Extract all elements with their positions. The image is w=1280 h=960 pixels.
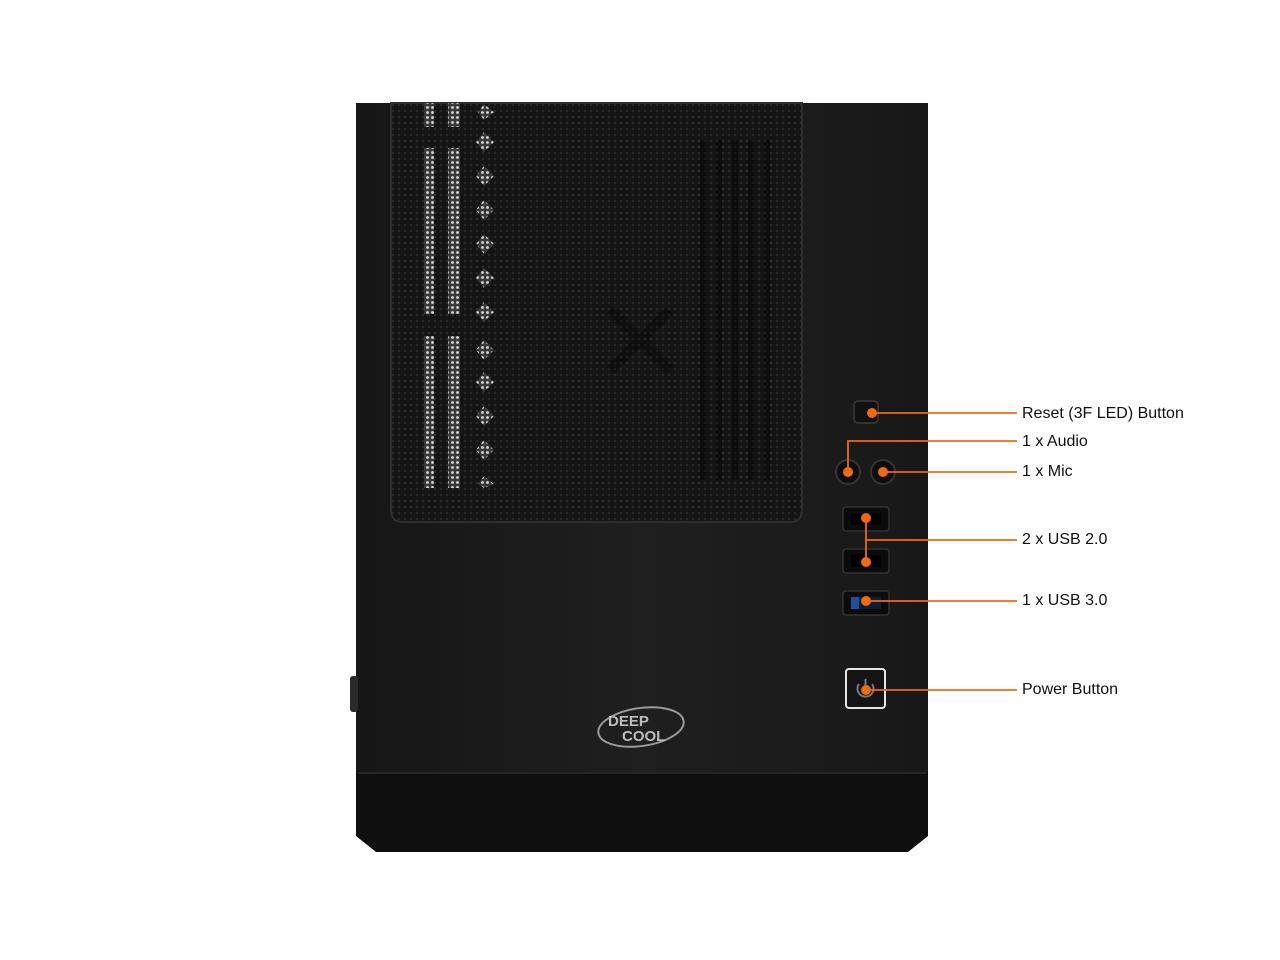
label-usb2: 2 x USB 2.0 bbox=[1022, 531, 1108, 548]
dot-usb3 bbox=[861, 596, 871, 606]
label-power-button: Power Button bbox=[1022, 681, 1119, 698]
fan-shadow bbox=[606, 306, 674, 374]
mesh-panel bbox=[390, 102, 803, 523]
dot-mic bbox=[878, 467, 888, 477]
label-mic: 1 x Mic bbox=[1022, 463, 1073, 480]
label-usb3: 1 x USB 3.0 bbox=[1022, 592, 1108, 609]
mesh-shading bbox=[700, 140, 770, 480]
dot-usb2-top bbox=[861, 513, 871, 523]
callout-lines bbox=[847, 412, 1017, 691]
case-base bbox=[356, 773, 928, 852]
led-strips bbox=[424, 103, 460, 488]
dot-audio bbox=[843, 467, 853, 477]
callout-dots bbox=[843, 408, 888, 695]
svg-text:COOL: COOL bbox=[622, 728, 665, 745]
dot-usb2-bottom bbox=[861, 557, 871, 567]
dot-reset bbox=[867, 408, 877, 418]
label-reset-button: Reset (3F LED) Button bbox=[1022, 405, 1184, 422]
led-diamonds bbox=[476, 104, 494, 488]
deepcool-logo: DEEP COOL bbox=[597, 706, 685, 748]
svg-text:DEEP: DEEP bbox=[608, 713, 649, 730]
side-knob bbox=[350, 676, 358, 712]
dot-power bbox=[861, 685, 871, 695]
label-audio: 1 x Audio bbox=[1022, 433, 1088, 450]
